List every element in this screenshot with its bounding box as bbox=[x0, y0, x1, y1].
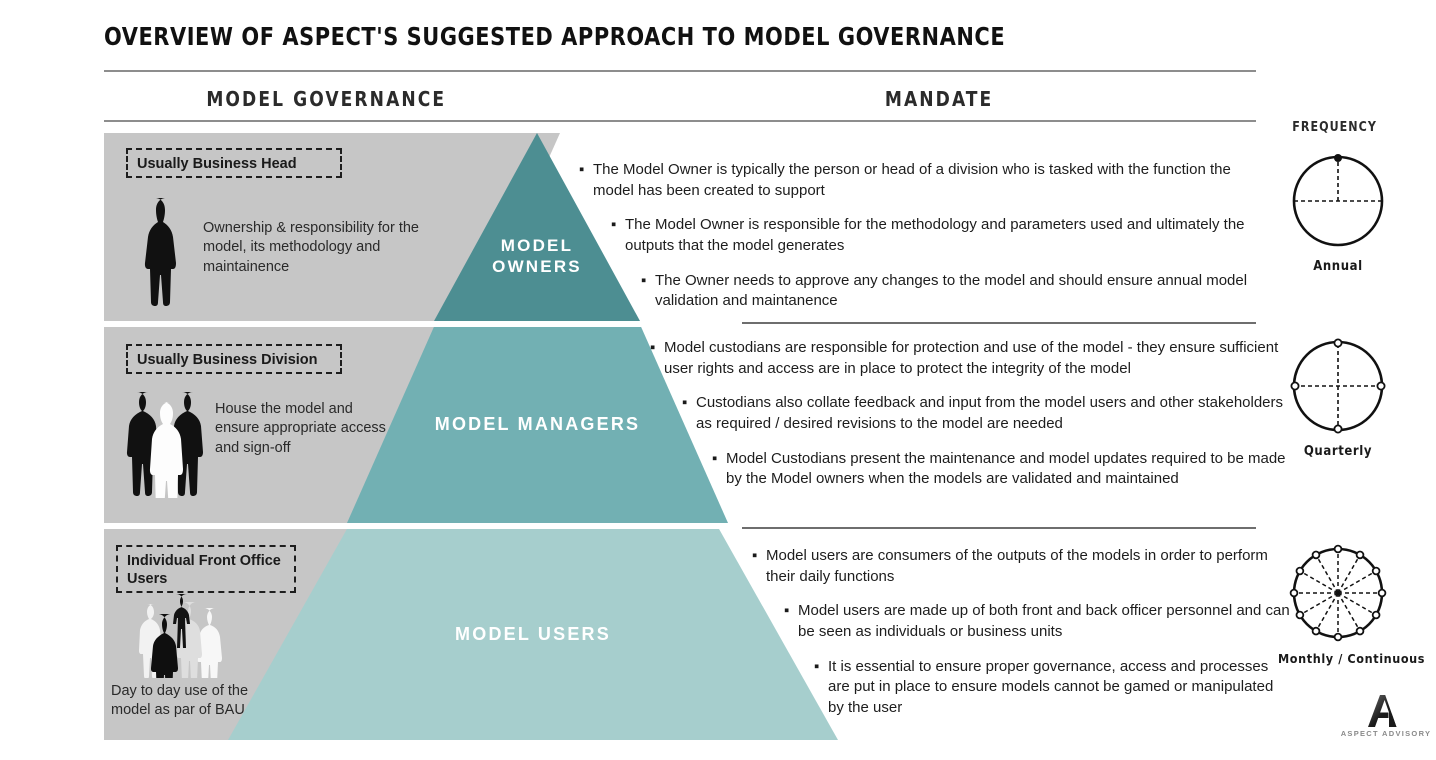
crowd-silhouette-icon bbox=[138, 592, 235, 699]
clock-monthly-icon bbox=[1289, 544, 1387, 642]
bullet-marker-icon: ▪ bbox=[712, 449, 718, 467]
bullet-marker-icon: ▪ bbox=[752, 547, 758, 564]
mandate-list-owners: ▪ The Model Owner is typically the perso… bbox=[579, 160, 1269, 326]
clock-quarterly-icon bbox=[1290, 338, 1386, 434]
mandate-list-users: ▪ Model users are consumers of the outpu… bbox=[752, 546, 1292, 733]
bullet-marker-icon: ▪ bbox=[784, 602, 790, 620]
three-people-silhouette-icon bbox=[124, 388, 216, 515]
frequency-quarterly: Quarterly bbox=[1288, 338, 1388, 459]
bullet-marker-icon: ▪ bbox=[682, 394, 688, 412]
aspect-advisory-wordmark: ASPECT ADVISORY bbox=[1340, 729, 1432, 738]
mandate-divider-1 bbox=[742, 322, 1256, 324]
governance-caption-users: Day to day use of the model as par of BA… bbox=[111, 683, 249, 719]
dashed-label-users: Individual Front Office Users bbox=[116, 545, 296, 593]
bullet-marker-icon: ▪ bbox=[579, 161, 585, 178]
frequency-label-annual: Annual bbox=[1313, 259, 1363, 274]
frequency-annual: Annual bbox=[1288, 153, 1388, 274]
mandate-bullet: ▪ The Model Owner is typically the perso… bbox=[579, 161, 1231, 199]
mandate-bullet: ▪ The Model Owner is responsible for the… bbox=[611, 216, 1245, 255]
title-divider bbox=[104, 70, 1256, 72]
frequency-label-monthly: Monthly / Continuous bbox=[1278, 651, 1426, 666]
aspect-a-mark-icon bbox=[1368, 695, 1397, 727]
dashed-label-managers: Usually Business Division bbox=[126, 344, 342, 374]
bullet-marker-icon: ▪ bbox=[641, 271, 647, 289]
bullet-marker-icon: ▪ bbox=[814, 657, 820, 675]
frequency-label-quarterly: Quarterly bbox=[1303, 444, 1373, 459]
mandate-bullet: ▪ Model users are made up of both front … bbox=[784, 602, 1290, 641]
dashed-label-owners: Usually Business Head bbox=[126, 148, 342, 178]
page-title: OVERVIEW OF ASPECT'S SUGGESTED APPROACH … bbox=[104, 22, 1006, 51]
bullet-marker-icon: ▪ bbox=[650, 339, 656, 356]
column-header-governance: MODEL GOVERNANCE bbox=[206, 87, 447, 111]
header-divider bbox=[104, 120, 1256, 122]
mandate-bullet: ▪ It is essential to ensure proper gover… bbox=[814, 657, 1274, 717]
column-header-frequency: FREQUENCY bbox=[1292, 120, 1377, 135]
aspect-advisory-logo: ASPECT ADVISORY bbox=[1340, 694, 1432, 738]
pyramid-tier-model-users[interactable]: MODEL USERS bbox=[228, 529, 838, 740]
mandate-bullet: ▪ Model users are consumers of the outpu… bbox=[752, 547, 1268, 585]
governance-caption-managers: House the model and ensure appropriate a… bbox=[215, 401, 386, 456]
column-header-mandate: MANDATE bbox=[884, 87, 994, 111]
mandate-divider-2 bbox=[742, 527, 1256, 529]
mandate-bullet: ▪ Model Custodians present the maintenan… bbox=[712, 449, 1286, 488]
bullet-marker-icon: ▪ bbox=[611, 216, 617, 234]
pyramid-tier-model-managers[interactable]: MODEL MANAGERS bbox=[347, 327, 728, 523]
mandate-bullet: ▪ Model custodians are responsible for p… bbox=[650, 339, 1279, 377]
mandate-bullet: ▪ The Owner needs to approve any changes… bbox=[641, 271, 1248, 310]
clock-annual-icon bbox=[1292, 154, 1384, 247]
pyramid-tier-3-shape bbox=[228, 529, 838, 740]
governance-caption-owners: Ownership & responsibility for the model… bbox=[203, 220, 419, 275]
frequency-monthly: Monthly / Continuous bbox=[1278, 543, 1426, 666]
mandate-bullet: ▪ Custodians also collate feedback and i… bbox=[682, 394, 1284, 433]
mandate-list-managers: ▪ Model custodians are responsible for p… bbox=[650, 338, 1290, 504]
single-person-silhouette-icon bbox=[137, 196, 195, 306]
